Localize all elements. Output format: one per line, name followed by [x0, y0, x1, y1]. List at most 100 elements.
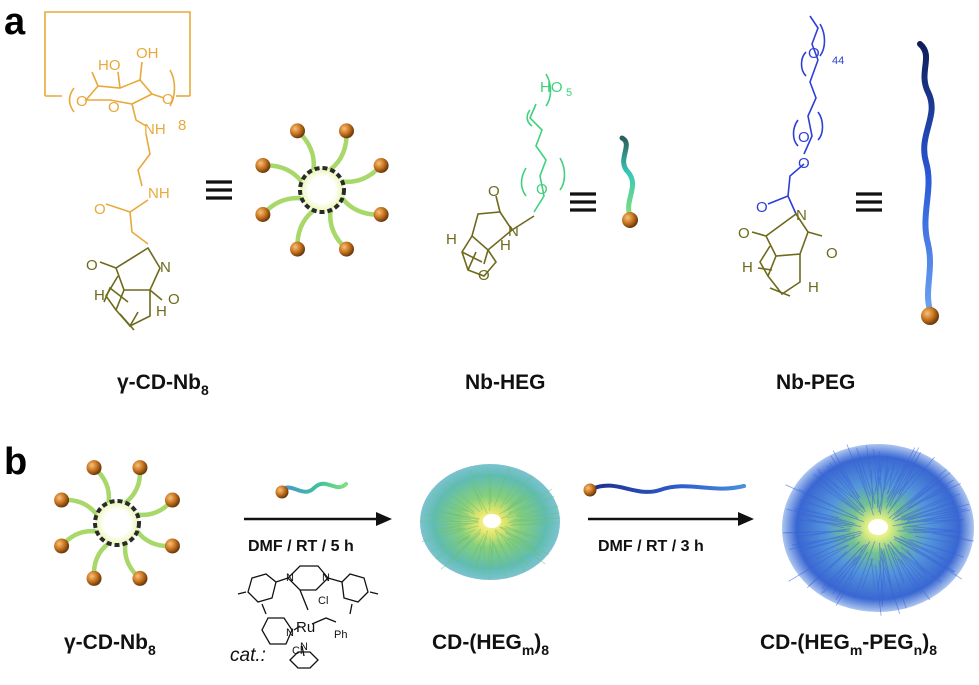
- atom-n-grubbs-2: N: [322, 572, 330, 584]
- atom-n-py-2: N: [300, 641, 308, 653]
- polymer-fiber: [488, 541, 494, 580]
- equivalence-sign-1: [206, 180, 232, 200]
- polymer-fiber: [909, 479, 954, 508]
- polymer-fiber: [508, 490, 538, 510]
- polymer-fiber: [870, 558, 875, 588]
- polymer-fiber: [516, 505, 559, 518]
- polymer-fiber: [806, 541, 860, 589]
- cd-ring: [93, 499, 141, 547]
- cd-nb-structure: [44, 11, 191, 187]
- repeat-peg-44: 44: [832, 55, 844, 67]
- star-bead: [86, 570, 102, 586]
- star-bead: [373, 206, 389, 222]
- cd-heg-peg-cloud: [782, 444, 975, 616]
- repeat-heg-5: 5: [566, 87, 572, 99]
- polymer-fiber: [907, 508, 948, 522]
- atom-cl-1: Cl: [318, 595, 328, 607]
- conditions-step1: DMF / RT / 5 h: [248, 538, 354, 555]
- polymer-fiber: [817, 471, 856, 500]
- cd-nb-cartoon-a: [255, 123, 389, 257]
- atom-n-peg: N: [796, 207, 807, 224]
- star-bead: [338, 241, 354, 257]
- polymer-fiber: [903, 528, 949, 531]
- polymer-fiber: [493, 467, 511, 507]
- polymer-fiber: [817, 468, 864, 514]
- polymer-fiber: [789, 531, 856, 550]
- polymer-fiber: [907, 525, 953, 531]
- polymer-fiber: [887, 462, 895, 493]
- polymer-fiber: [813, 473, 857, 511]
- polymer-fiber: [469, 539, 482, 562]
- polymer-fiber: [440, 534, 471, 551]
- polymer-fiber: [882, 466, 889, 492]
- polymer-fiber: [800, 513, 854, 526]
- polymer-fiber: [443, 488, 475, 513]
- polymer-fiber: [894, 537, 954, 564]
- polymer-fiber: [805, 532, 863, 550]
- polymer-fiber: [866, 445, 875, 502]
- polymer-fiber: [794, 508, 840, 519]
- polymer-fiber: [508, 493, 527, 509]
- polymer-fiber: [890, 456, 935, 509]
- reaction-arrow-2: [583, 483, 754, 526]
- label-cd-nb-b: γ-CD-Nb8: [64, 631, 156, 658]
- polymer-fiber: [854, 541, 876, 599]
- star-bead: [255, 158, 271, 174]
- polymer-fiber: [448, 528, 482, 563]
- polymer-fiber: [900, 546, 936, 579]
- polymer-fiber: [801, 507, 856, 525]
- atom-h-heg-2: H: [500, 237, 511, 254]
- atom-h-heg-1: H: [446, 231, 457, 248]
- polymer-fiber: [898, 540, 956, 573]
- star-bead: [86, 460, 102, 476]
- cd-norbornene: [99, 246, 163, 331]
- atom-o-peg-1: O: [808, 45, 820, 62]
- polymer-fiber: [846, 444, 872, 506]
- label-cd-heg-peg: CD-(HEGm-PEGn)8: [760, 631, 937, 658]
- polymer-fiber: [887, 543, 931, 601]
- polymer-fiber: [900, 551, 942, 583]
- polymer-fiber: [440, 533, 480, 570]
- polymer-fiber: [876, 456, 884, 494]
- polymer-fiber: [899, 535, 949, 563]
- cd-ring: [298, 166, 346, 214]
- atom-h-peg-2: H: [808, 279, 819, 296]
- atom-n-imide: N: [160, 259, 171, 276]
- polymer-fiber: [804, 535, 856, 561]
- polymer-fiber: [434, 521, 479, 531]
- polymer-fiber: [889, 473, 905, 507]
- polymer-fiber: [519, 512, 560, 518]
- polymer-fiber: [488, 475, 493, 512]
- polymer-fiber: [905, 518, 964, 524]
- heg-norbornene: [461, 195, 535, 277]
- atom-o-heg-imide-2: O: [478, 267, 490, 284]
- polymer-fiber: [472, 530, 489, 572]
- nb-peg-cartoon: [917, 41, 939, 325]
- polymer-fiber: [880, 547, 887, 590]
- atom-o-bridge: O: [162, 91, 174, 108]
- label-cd-nb-a: γ-CD-Nb8: [117, 371, 209, 398]
- polymer-fiber: [805, 517, 845, 529]
- polymer-fiber: [859, 469, 874, 516]
- polymer-fiber: [431, 493, 476, 515]
- polymer-fiber: [903, 508, 968, 521]
- polymer-fiber: [440, 511, 472, 520]
- polymer-fiber: [501, 500, 542, 519]
- atom-o-peg-3: O: [798, 155, 810, 172]
- atom-ho: HO: [98, 57, 121, 74]
- polymer-fiber: [889, 541, 921, 582]
- polymer-fiber: [424, 514, 461, 523]
- polymer-fiber: [438, 522, 468, 526]
- atom-o-amide: O: [94, 201, 106, 218]
- polymer-fiber: [896, 514, 957, 526]
- polymer-fiber: [439, 527, 463, 534]
- polymer-fiber: [495, 529, 530, 568]
- atom-cl-2: Cl: [292, 645, 302, 657]
- atom-ru: Ru: [296, 619, 315, 636]
- polymer-fiber: [876, 451, 880, 509]
- atom-h-1: H: [94, 287, 105, 304]
- atom-o-imide-2: O: [168, 291, 180, 308]
- atom-n-py-1: N: [286, 627, 294, 639]
- polymer-fiber: [514, 529, 546, 547]
